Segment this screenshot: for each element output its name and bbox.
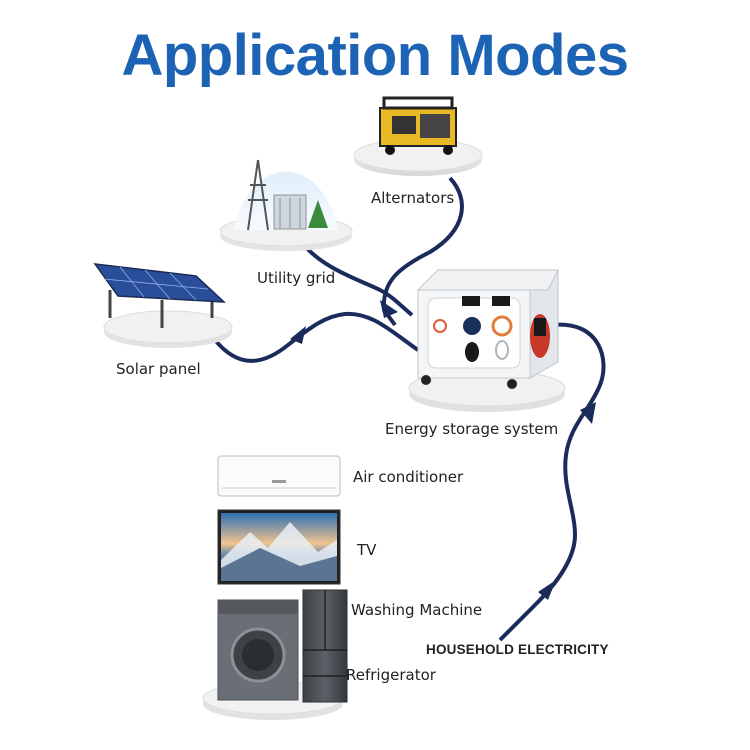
washing-machine-label: Washing Machine — [351, 601, 483, 619]
air-conditioner-icon — [217, 455, 341, 497]
utility-grid-label: Utility grid — [257, 269, 336, 287]
alternator-node — [353, 96, 483, 176]
cable-grid-to-ess — [298, 238, 414, 317]
tv-icon — [217, 509, 341, 585]
arrow-icon — [290, 326, 306, 344]
refrigerator-icon — [302, 589, 348, 703]
solar-panel-node — [93, 263, 233, 348]
air-conditioner-label: Air conditioner — [353, 468, 464, 486]
tv-label: TV — [357, 541, 377, 559]
solar-panel-label: Solar panel — [116, 360, 201, 378]
solar-panel-icon — [93, 263, 227, 328]
energy-storage-node — [408, 269, 566, 412]
utility-grid-node — [219, 159, 353, 251]
cable-solar-to-ess — [213, 311, 420, 363]
energy-storage-label: Energy storage system — [385, 420, 559, 438]
arrow-icon — [580, 402, 596, 424]
household-electricity-label: HOUSEHOLD ELECTRICITY — [426, 642, 609, 657]
energy-storage-cabinet-icon — [416, 269, 559, 389]
cable-ess-to-household — [498, 322, 606, 642]
washing-machine-icon — [217, 599, 299, 701]
refrigerator-label: Refrigerator — [346, 666, 436, 684]
appliances-node — [202, 455, 348, 720]
generator-icon — [379, 96, 457, 155]
page-title: Application Modes — [121, 23, 629, 88]
substation-icon — [234, 159, 338, 231]
arrow-icon — [380, 300, 398, 318]
arrow-icon — [538, 580, 556, 600]
alternators-label: Alternators — [371, 189, 455, 207]
